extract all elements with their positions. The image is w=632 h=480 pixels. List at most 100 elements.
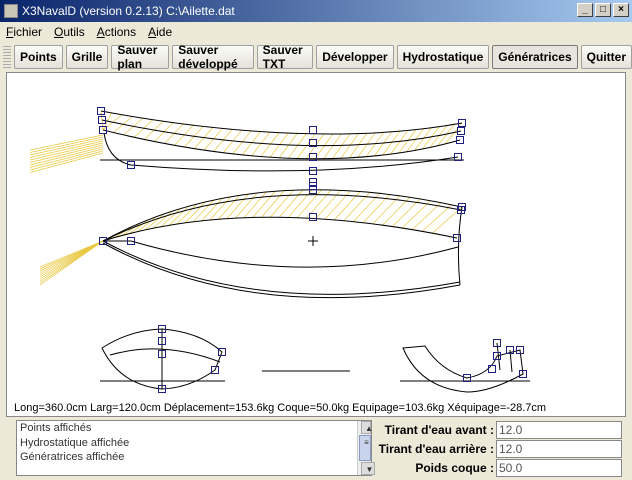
generatrice-line: [401, 200, 431, 229]
control-point-handle[interactable]: [309, 126, 317, 134]
sauver-plan-button[interactable]: Sauver plan: [111, 43, 170, 71]
generatrice-line: [422, 204, 452, 232]
menu-actions[interactable]: Actions: [96, 25, 137, 39]
control-point-handle[interactable]: [493, 339, 501, 347]
control-point-handle[interactable]: [98, 116, 106, 124]
window-title: X3NavalD (version 0.2.13) C:\Ailette.dat: [22, 4, 235, 18]
generatrice-line: [252, 191, 276, 218]
menu-bar: Fichier Outils Actions Aide: [0, 22, 632, 42]
control-point-handle[interactable]: [99, 237, 107, 245]
control-points[interactable]: [97, 107, 527, 393]
generatrice-line: [287, 189, 313, 218]
generatrice-line: [137, 216, 157, 232]
control-point-handle[interactable]: [458, 119, 466, 127]
generatrice-line: [362, 194, 391, 223]
control-point-handle[interactable]: [158, 337, 166, 345]
grille-button[interactable]: Grille: [65, 45, 109, 69]
menu-aide[interactable]: Aide: [148, 25, 173, 39]
generatrice-line: [270, 189, 294, 218]
control-point-handle[interactable]: [309, 153, 317, 161]
control-point-handle[interactable]: [309, 167, 317, 175]
generatrice-line: [278, 133, 298, 158]
generatrice-line: [398, 129, 417, 154]
tirant-avant-input[interactable]: [496, 420, 622, 439]
parameters-panel: Tirant d'eau avant : Tirant d'eau arrièr…: [378, 420, 626, 477]
control-point-handle[interactable]: [519, 370, 527, 378]
control-point-handle[interactable]: [454, 153, 462, 161]
title-bar: X3NavalD (version 0.2.13) C:\Ailette.dat…: [0, 0, 632, 22]
generatrice-line: [406, 128, 425, 153]
control-point-handle[interactable]: [127, 161, 135, 169]
control-point-handle[interactable]: [309, 213, 317, 221]
tirant-arriere-label: Tirant d'eau arrière :: [378, 441, 494, 456]
control-point-handle[interactable]: [463, 374, 471, 382]
generatrices-button[interactable]: Génératrices: [492, 45, 578, 69]
developper-button[interactable]: Développer: [316, 45, 394, 69]
sauver-developpe-button[interactable]: Sauver développé: [172, 43, 254, 71]
generatrice-line: [122, 222, 141, 236]
scroll-thumb[interactable]: ≡: [359, 435, 371, 461]
generatrice-line: [29, 134, 104, 151]
toolbar-grip[interactable]: [3, 46, 11, 68]
quitter-button[interactable]: Quitter: [580, 45, 632, 69]
generatrice-line: [296, 133, 316, 159]
generatrice-line: [129, 219, 149, 234]
control-point-handle[interactable]: [457, 206, 465, 214]
control-point-handle[interactable]: [456, 136, 464, 144]
log-scrollbar[interactable]: ▲ ≡ ▼: [357, 421, 375, 475]
menu-fichier[interactable]: Fichier: [6, 25, 43, 39]
generatrice-line: [29, 140, 104, 158]
control-point-handle[interactable]: [97, 107, 105, 115]
control-point-handle[interactable]: [127, 237, 135, 245]
poids-coque-label: Poids coque :: [415, 460, 494, 475]
generatrice-line: [332, 133, 351, 159]
close-button[interactable]: ×: [613, 3, 629, 17]
scroll-up-icon[interactable]: ▲: [361, 421, 373, 434]
control-point-handle[interactable]: [218, 348, 226, 356]
side-view: [100, 110, 464, 172]
control-point-handle[interactable]: [488, 365, 496, 373]
generatrice-line: [168, 205, 190, 226]
generatrice-line: [201, 198, 223, 222]
tirant-arriere-input[interactable]: [496, 439, 622, 458]
generatrice-line: [251, 132, 271, 156]
control-point-handle[interactable]: [158, 350, 166, 358]
app-icon: [4, 4, 18, 18]
toolbar: Points Grille Sauver plan Sauver dévelop…: [0, 43, 632, 71]
minimize-button[interactable]: _: [577, 3, 593, 17]
generatrice-line: [29, 144, 104, 163]
generatrice-line: [29, 152, 104, 173]
message-log: Points affichés Hydrostatique affichée G…: [16, 420, 375, 476]
generatrice-line: [29, 142, 104, 161]
generatrices-lines: [29, 110, 463, 286]
scroll-down-icon[interactable]: ▼: [361, 462, 375, 475]
generatrice-line: [382, 197, 411, 226]
control-point-handle[interactable]: [516, 346, 524, 354]
control-point-handle[interactable]: [158, 325, 166, 333]
control-point-handle[interactable]: [453, 234, 461, 242]
generatrice-line: [242, 131, 261, 156]
sauver-txt-button[interactable]: Sauver TXT: [256, 43, 314, 71]
generatrice-line: [152, 210, 173, 229]
control-point-handle[interactable]: [493, 352, 501, 360]
hydrostatique-button[interactable]: Hydrostatique: [396, 45, 490, 69]
control-point-handle[interactable]: [506, 346, 514, 354]
generatrice-line: [184, 201, 206, 224]
menu-outils[interactable]: Outils: [54, 25, 85, 39]
generatrice-line: [243, 191, 267, 218]
generatrice-line: [349, 133, 368, 159]
control-point-handle[interactable]: [457, 127, 465, 135]
generatrice-line: [411, 202, 442, 230]
control-point-handle[interactable]: [211, 366, 219, 374]
points-button[interactable]: Points: [14, 45, 63, 69]
control-point-handle[interactable]: [158, 385, 166, 393]
control-point-handle[interactable]: [99, 126, 107, 134]
maximize-button[interactable]: □: [595, 3, 611, 17]
generatrice-line: [260, 132, 280, 157]
control-point-handle[interactable]: [309, 139, 317, 147]
generatrice-line: [209, 196, 232, 221]
control-point-handle[interactable]: [309, 186, 317, 194]
generatrice-line: [437, 124, 455, 146]
poids-coque-input[interactable]: [496, 458, 622, 477]
